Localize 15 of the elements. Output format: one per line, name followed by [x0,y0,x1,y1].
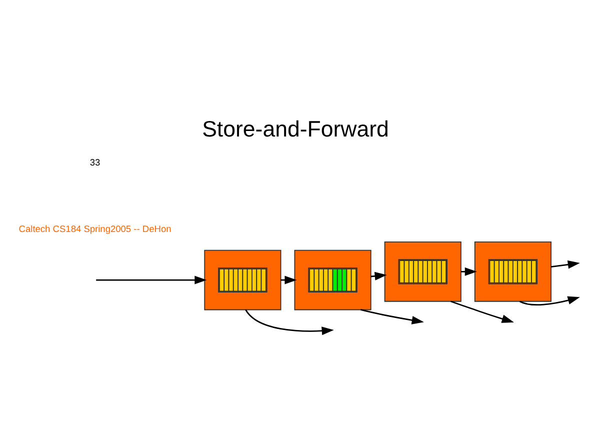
cluster [474,240,552,302]
label: 33 [90,156,100,167]
cluster [384,240,462,302]
cluster [294,249,372,310]
cluster [204,249,282,310]
arrow [245,308,334,334]
label: Caltech CS184 Spring2005 -- DeHon [18,224,172,234]
arrow [550,260,580,268]
arrow [360,308,424,324]
arrow [519,296,580,305]
arrow [460,266,477,276]
arrow [370,271,387,280]
diagram-title: Store-and-Forward [202,116,389,141]
arrow [450,300,514,322]
arrow [96,275,207,284]
